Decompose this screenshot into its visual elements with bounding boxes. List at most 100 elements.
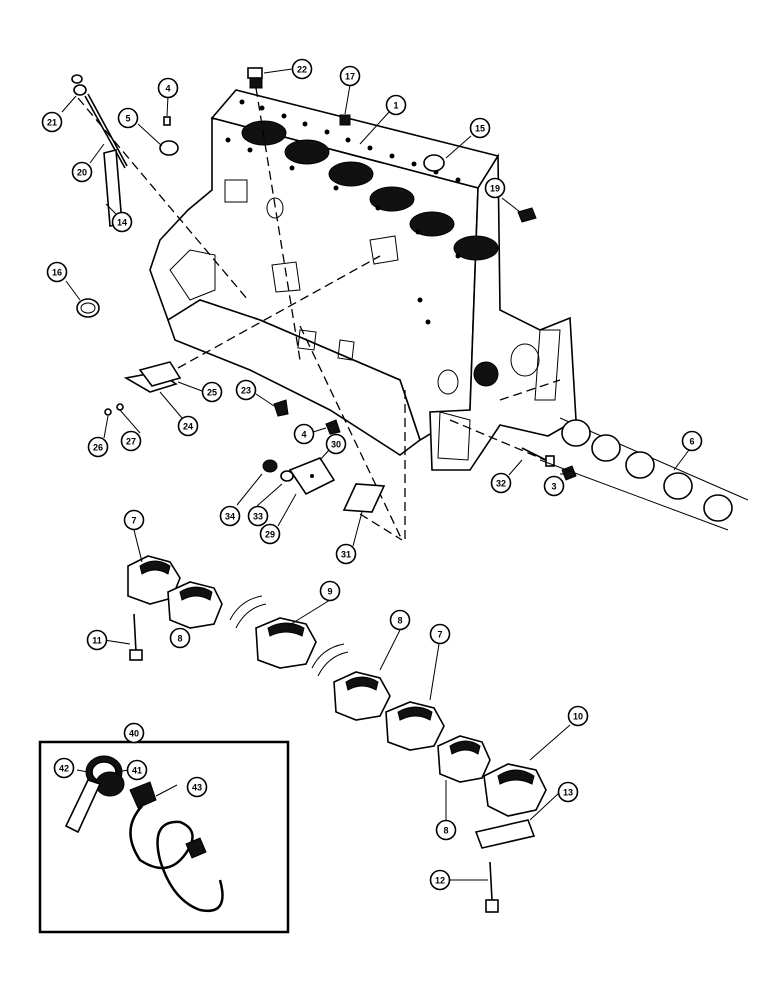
callout-circle — [87, 436, 109, 458]
bolt-12 — [485, 861, 499, 913]
callout-40: 40 — [123, 722, 145, 744]
callout-5: 5 — [117, 107, 139, 129]
callout-label: 29 — [265, 530, 275, 540]
callout-circle — [117, 107, 139, 129]
callout-label: 13 — [563, 788, 573, 798]
screw-26 — [104, 408, 112, 416]
callout-label: 4 — [301, 430, 306, 440]
callout-circle — [293, 423, 315, 445]
gasket-31 — [342, 483, 386, 513]
callout-label: 8 — [397, 616, 402, 626]
callout-circle — [490, 472, 512, 494]
callout-circle — [681, 430, 703, 452]
callout-circle — [46, 261, 68, 283]
callout-circle — [201, 381, 223, 403]
callout-43: 43 — [186, 776, 208, 798]
expansion-plug-15 — [423, 154, 445, 172]
callout-27: 27 — [120, 430, 142, 452]
callout-label: 8 — [443, 826, 448, 836]
callout-circle — [319, 580, 341, 602]
callout-circle — [123, 722, 145, 744]
head-bolt-holes — [225, 99, 461, 259]
callout-circle — [120, 430, 142, 452]
callout-3: 3 — [543, 475, 565, 497]
callout-label: 32 — [496, 479, 506, 489]
main-bearing-caps — [127, 555, 547, 817]
callout-label: 26 — [93, 443, 103, 453]
callout-29: 29 — [259, 523, 281, 545]
callout-21: 21 — [41, 111, 63, 133]
callout-label: 3 — [551, 482, 556, 492]
callout-label: 17 — [345, 72, 355, 82]
callout-4: 4 — [293, 423, 315, 445]
callout-33: 33 — [247, 505, 269, 527]
block-heater-inset — [38, 740, 290, 934]
callout-circle — [111, 211, 133, 233]
callout-circle — [123, 509, 145, 531]
callout-24: 24 — [177, 415, 199, 437]
callout-label: 42 — [59, 764, 69, 774]
callout-16: 16 — [46, 261, 68, 283]
callout-22: 22 — [291, 58, 313, 80]
callout-20: 20 — [71, 161, 93, 183]
callout-circle — [385, 94, 407, 116]
callout-42: 42 — [53, 757, 75, 779]
callout-label: 20 — [77, 168, 87, 178]
plug-17 — [339, 114, 351, 126]
callout-label: 23 — [241, 386, 251, 396]
washer-33 — [280, 470, 294, 482]
callout-14: 14 — [111, 211, 133, 233]
cover-25 — [138, 361, 182, 387]
callout-circle — [41, 111, 63, 133]
callout-8: 8 — [435, 819, 457, 841]
callout-17: 17 — [339, 65, 361, 87]
callout-circle — [53, 757, 75, 779]
callout-label: 4 — [165, 84, 170, 94]
callout-30: 30 — [325, 433, 347, 455]
callout-label: 12 — [435, 876, 445, 886]
callout-label: 10 — [573, 712, 583, 722]
callout-34: 34 — [219, 505, 241, 527]
fitting-22 — [247, 67, 263, 89]
callout-7: 7 — [123, 509, 145, 531]
callout-circle — [235, 379, 257, 401]
bolt-32 — [521, 447, 555, 467]
callout-circle — [429, 869, 451, 891]
cover-plate-29-30 — [288, 457, 336, 496]
callout-circle — [429, 623, 451, 645]
callout-32: 32 — [490, 472, 512, 494]
cylinder-block — [149, 89, 577, 471]
callout-circle — [389, 609, 411, 631]
callout-label: 21 — [47, 118, 57, 128]
dipstick — [71, 74, 128, 169]
callout-label: 41 — [132, 766, 142, 776]
callout-circle — [435, 819, 457, 841]
cylinder-bores — [241, 120, 499, 261]
callout-7: 7 — [429, 623, 451, 645]
callout-circle — [291, 58, 313, 80]
nut-34 — [262, 459, 278, 473]
shim-13 — [474, 819, 536, 849]
callout-circle — [484, 177, 506, 199]
callout-circle — [325, 433, 347, 455]
callout-6: 6 — [681, 430, 703, 452]
callout-label: 34 — [225, 512, 235, 522]
callout-circle — [259, 523, 281, 545]
callout-circle — [339, 65, 361, 87]
callout-label: 6 — [689, 437, 694, 447]
callout-circle — [219, 505, 241, 527]
callout-label: 40 — [129, 729, 139, 739]
callout-circle — [86, 629, 108, 651]
callout-4: 4 — [157, 77, 179, 99]
callout-label: 31 — [341, 550, 351, 560]
callout-8: 8 — [389, 609, 411, 631]
expansion-plug-5 — [159, 140, 179, 156]
callout-label: 30 — [331, 440, 341, 450]
callout-circle — [169, 627, 191, 649]
part-callouts: 1344567788891011121314151617192021222324… — [41, 58, 703, 891]
callout-label: 27 — [126, 437, 136, 447]
callout-label: 25 — [207, 388, 217, 398]
callout-1: 1 — [385, 94, 407, 116]
callout-label: 5 — [125, 114, 130, 124]
